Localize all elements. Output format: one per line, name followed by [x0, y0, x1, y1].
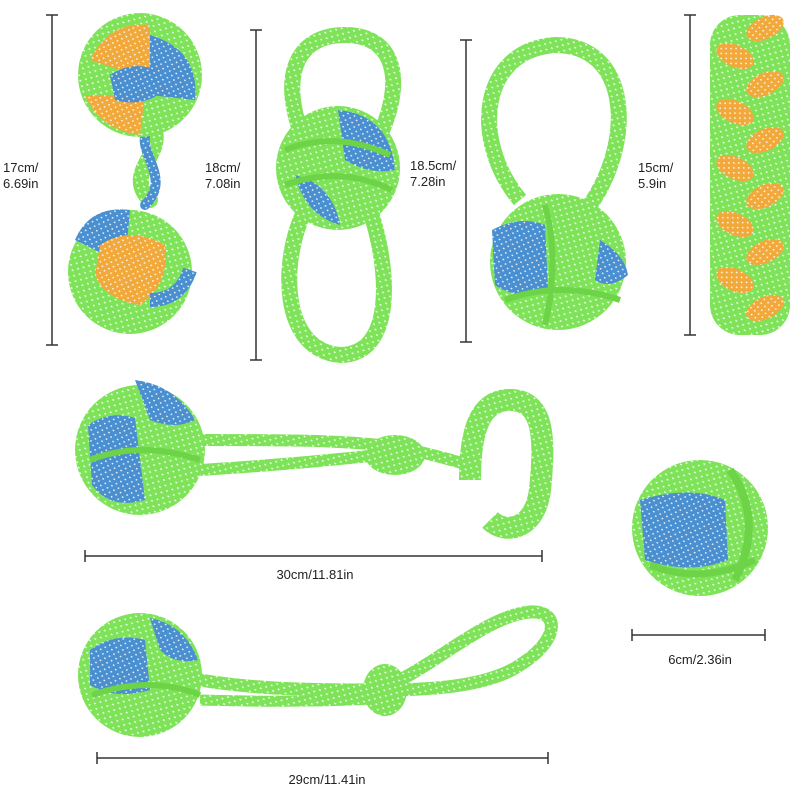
braided-stick-rope-toy-icon	[710, 14, 790, 335]
braid-segment	[716, 154, 754, 182]
toy-2-dimension-cm: 18cm/	[205, 160, 241, 175]
toy-2-dimension-in: 7.08in	[205, 176, 241, 191]
braid-segment	[746, 182, 784, 210]
toy-4-dimension-cm: 15cm/	[638, 160, 674, 175]
braid-segment	[716, 42, 754, 70]
braid-segment	[746, 14, 784, 42]
toy-1-dimension-cm: 17cm/	[3, 160, 39, 175]
toy-2-dimension-label: 18cm/ 7.08in	[205, 160, 240, 192]
ball-with-long-loop-rope-toy-icon	[78, 605, 558, 737]
toy-4-dimension-label: 15cm/ 5.9in	[638, 160, 673, 192]
double-loop-knot-rope-toy-icon	[276, 26, 402, 364]
toy-3-dimension-cm: 18.5cm/	[410, 158, 457, 173]
toy-5-dimension-label: 30cm/11.81in	[276, 567, 354, 582]
braid-segment	[716, 210, 754, 238]
braid-segment	[746, 70, 784, 98]
braid-segment	[716, 98, 754, 126]
toy-1-dimension-label: 17cm/ 6.69in	[3, 160, 38, 192]
dumbbell-double-ball-rope-toy-icon	[68, 13, 202, 334]
toy-3-dimension-label: 18.5cm/ 7.28in	[410, 158, 456, 190]
small-knot-ball-rope-toy-icon	[632, 460, 768, 596]
ball-with-tug-handle-rope-toy-icon	[75, 380, 554, 539]
toy-7-dimension-label: 29cm/11.41in	[288, 772, 366, 787]
braid-segment	[746, 126, 784, 154]
braid-segment	[746, 294, 784, 322]
toy-6-dimension-label: 6cm/2.36in	[668, 652, 732, 667]
toy-3-dimension-in: 7.28in	[410, 174, 446, 189]
braid-segment	[716, 266, 754, 294]
toy-4-dimension-in: 5.9in	[638, 176, 667, 191]
braid-segment	[746, 238, 784, 266]
single-loop-knot-ball-rope-toy-icon	[481, 36, 628, 330]
toy-1-dimension-in: 6.69in	[3, 176, 39, 191]
